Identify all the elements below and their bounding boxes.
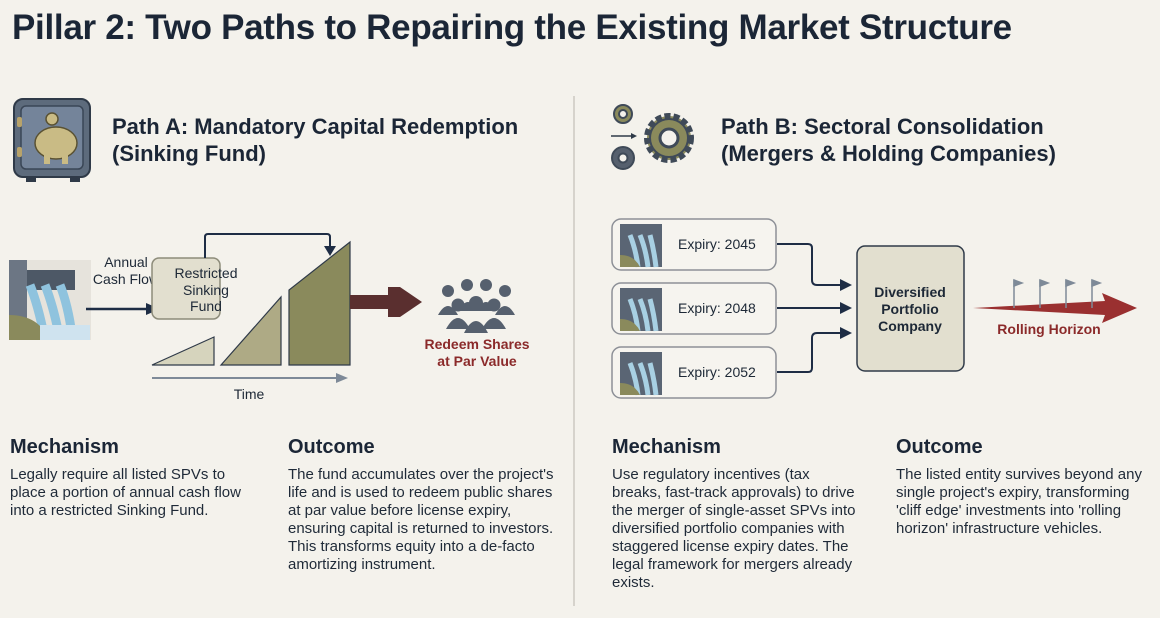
path-b-outcome-text: The listed entity survives beyond any si… — [896, 466, 1142, 537]
path-a-outcome-heading: Outcome — [288, 436, 375, 458]
redeem-label: at Par Value — [437, 353, 517, 369]
fund-label: Restricted — [174, 265, 237, 281]
redeem-arrow — [350, 295, 390, 309]
shareholders-icon — [438, 279, 515, 333]
asset-card: Expiry: 2045 — [611, 218, 777, 271]
fund-label: Fund — [190, 298, 222, 314]
fund-label: Sinking — [183, 282, 229, 298]
rolling-horizon-arrow — [973, 293, 1137, 323]
sinking-fund-diagram: Annual Cash Flow Restricted Sinking Fund… — [9, 233, 530, 402]
asset-expiry-label: Expiry: 2045 — [678, 236, 756, 252]
path-b-outcome-heading: Outcome — [896, 436, 983, 458]
path-b-mechanism-heading: Mechanism — [612, 436, 721, 458]
asset-expiry-label: Expiry: 2048 — [678, 300, 756, 316]
fund-growth-bar-1 — [151, 336, 215, 366]
company-label: Company — [878, 318, 942, 334]
path-a-outcome-text: The fund accumulates over the project's … — [288, 466, 554, 573]
redeem-label: Redeem Shares — [424, 336, 529, 352]
fund-growth-bar-2 — [219, 295, 282, 366]
dam-icon — [9, 260, 91, 340]
path-b-title-line2: (Mergers & Holding Companies) — [721, 141, 1056, 166]
path-a-title: Path A: Mandatory Capital Redemption (Si… — [112, 113, 518, 167]
path-a-mechanism-text: Legally require all listed SPVs to place… — [10, 466, 241, 519]
path-b-title: Path B: Sectoral Consolidation (Mergers … — [721, 113, 1056, 167]
asset-expiry-label: Expiry: 2052 — [678, 364, 756, 380]
merger-arrows — [777, 243, 842, 373]
company-label: Portfolio — [881, 301, 939, 317]
section-divider — [573, 96, 575, 606]
consolidation-diagram: Expiry: 2045 Expiry: 2048 Expiry: 2052 D… — [611, 218, 1137, 399]
inflow-label: Cash Flow — [93, 271, 160, 287]
path-a-mechanism-heading: Mechanism — [10, 436, 119, 458]
safe-piggy-bank-icon — [13, 98, 91, 182]
inflow-label: Annual — [104, 254, 148, 270]
path-b-title-line1: Path B: Sectoral Consolidation — [721, 114, 1044, 139]
path-b-mechanism-text: Use regulatory incentives (tax breaks, f… — [612, 466, 856, 591]
fund-growth-bar-3 — [288, 240, 351, 366]
path-a-title-line1: Path A: Mandatory Capital Redemption — [112, 114, 519, 139]
time-axis-label: Time — [234, 386, 265, 402]
gears-icon — [611, 104, 694, 170]
path-a-title-line2: (Sinking Fund) — [112, 141, 266, 166]
sinking-fund-box — [151, 257, 221, 320]
asset-card: Expiry: 2052 — [611, 346, 777, 399]
milestone-flags — [1013, 278, 1103, 308]
rolling-horizon-label: Rolling Horizon — [997, 321, 1100, 337]
company-label: Diversified — [874, 284, 946, 300]
fund-flow-arrow — [204, 233, 331, 258]
portfolio-company-box — [856, 245, 965, 372]
page-title: Pillar 2: Two Paths to Repairing the Exi… — [12, 8, 1012, 47]
asset-card: Expiry: 2048 — [611, 282, 777, 335]
